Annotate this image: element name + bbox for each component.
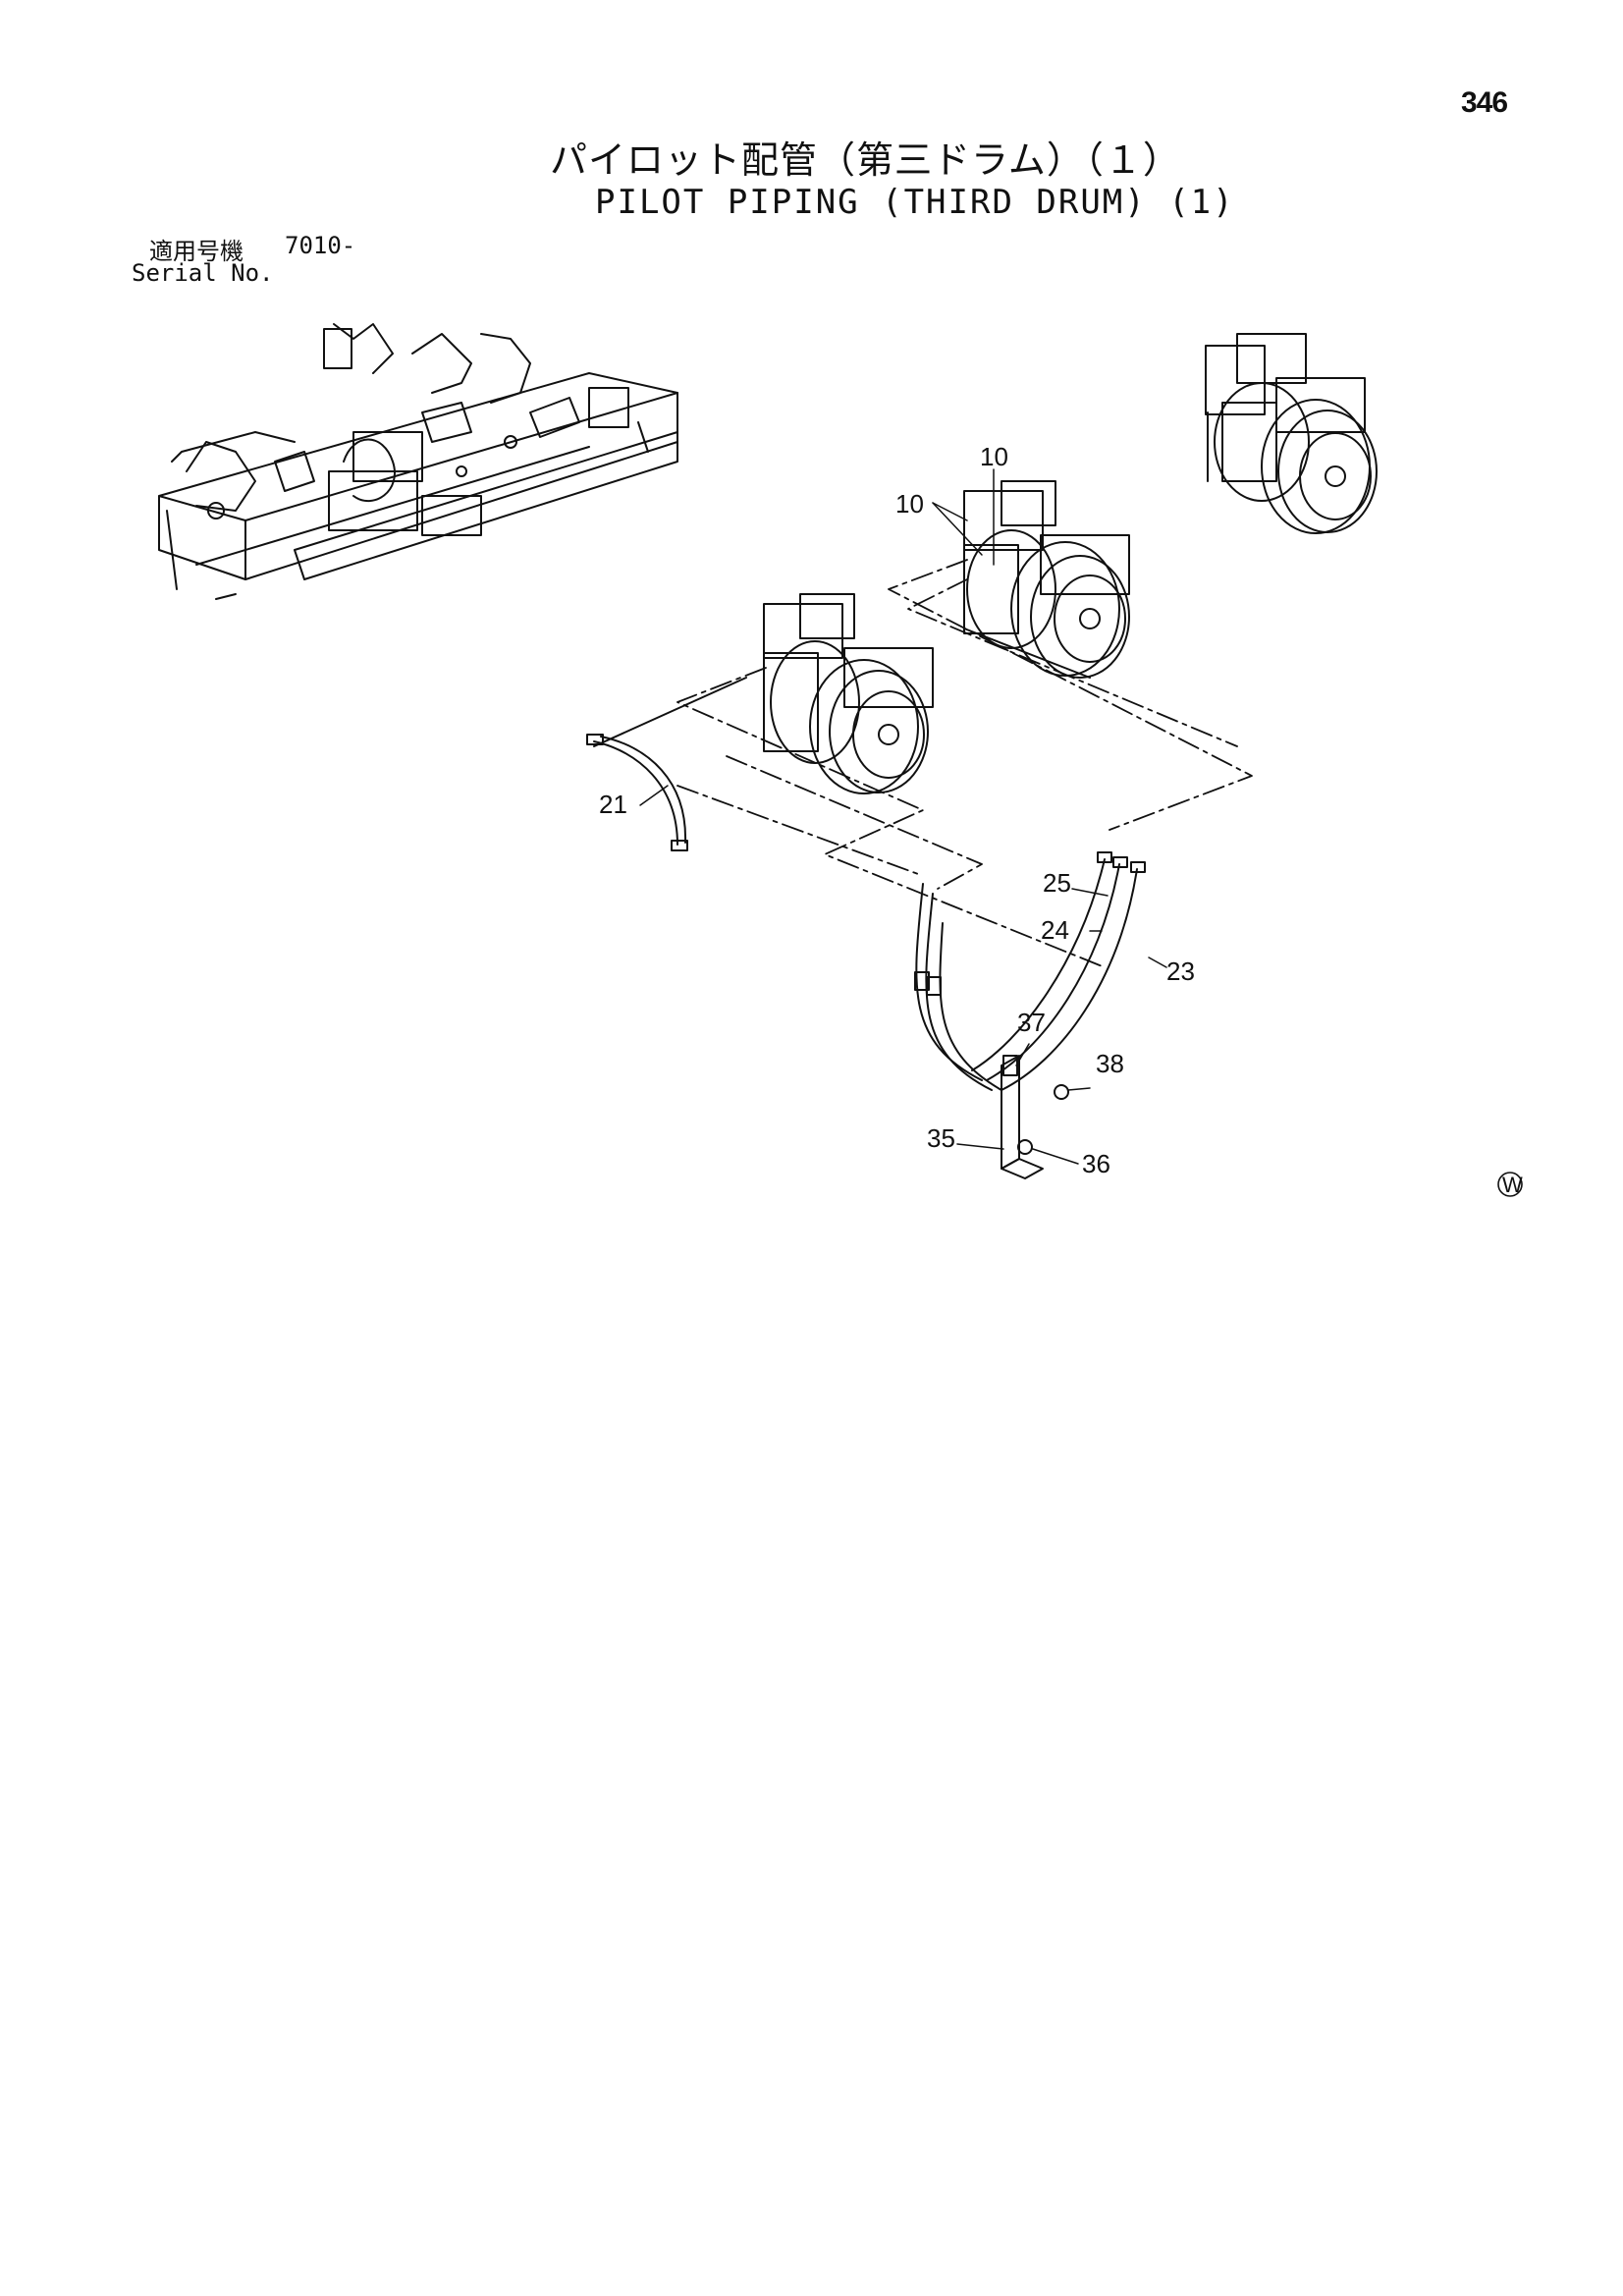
callout-21: 21: [599, 790, 627, 819]
callout-36: 36: [1082, 1149, 1110, 1178]
callout-25: 25: [1043, 868, 1071, 898]
hose-icon: [586, 677, 747, 851]
winch-motor-icon: [1205, 333, 1378, 534]
callout-10-top: 10: [980, 442, 1008, 471]
hose-icon: [971, 851, 1146, 1091]
callout-23: 23: [1166, 957, 1195, 986]
machine-frame-icon: [158, 323, 678, 600]
serial-label-japanese: 適用号機: [149, 238, 243, 265]
serial-label-english: Serial No.: [132, 259, 274, 287]
callout-leaders: [639, 468, 1167, 1165]
winch-motor-icon: [763, 593, 934, 794]
page-title-japanese: パイロット配管（第三ドラム）（１）: [550, 138, 1181, 182]
watermark-letter: W: [1502, 1173, 1523, 1197]
hose-icon: [914, 883, 1002, 1091]
page-title-english: PILOT PIPING (THIRD DRUM) (1): [595, 183, 1235, 222]
pipe-route-lines: [676, 559, 1253, 968]
callout-24: 24: [1041, 915, 1069, 945]
callout-38: 38: [1096, 1049, 1124, 1078]
callout-10-left: 10: [895, 489, 924, 519]
watermark-icon: [1497, 1172, 1523, 1197]
callout-35: 35: [927, 1123, 955, 1153]
bolt-icon: [1017, 1084, 1069, 1155]
serial-value: 7010-: [285, 232, 356, 259]
winch-motor-icon: [963, 480, 1130, 679]
callout-37: 37: [1017, 1008, 1046, 1037]
bracket-icon: [1001, 1055, 1044, 1179]
page-number: 346: [1461, 86, 1508, 119]
